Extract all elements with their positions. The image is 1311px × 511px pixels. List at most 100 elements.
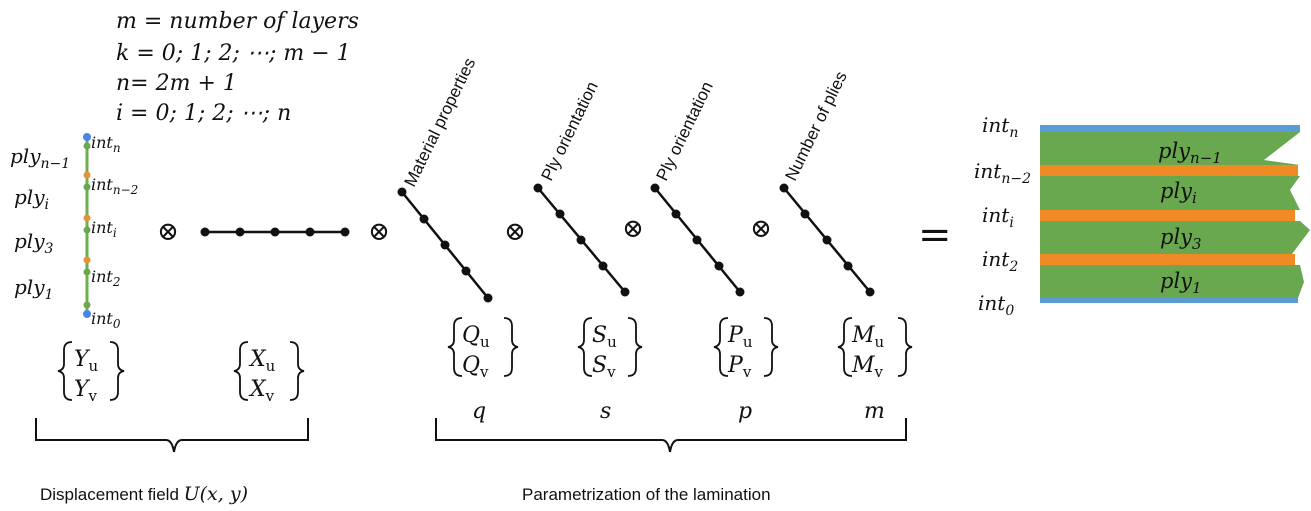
node-dot <box>483 293 493 303</box>
vector-top: Su <box>592 323 617 351</box>
outer-layer-top <box>1040 125 1300 132</box>
tensor-operator: ⊗ <box>157 217 179 247</box>
left-brace <box>57 341 73 401</box>
m-vector: Mu Mv <box>837 317 913 381</box>
definitions: m = number of layers k = 0; 1; 2; ⋯; m −… <box>116 9 359 126</box>
m-definition: m = number of layers <box>116 9 359 34</box>
node-dot <box>83 142 91 150</box>
right-brace <box>289 341 305 401</box>
int-label: intn <box>982 113 1018 141</box>
vectors: Yu Yv Xu Xv Qu Qv Su Sv Pu Pv <box>57 317 913 405</box>
param-branch-s: Ply orientation <box>533 79 630 297</box>
node-dot <box>235 227 245 237</box>
vector-top: Pu <box>727 323 753 351</box>
node-dot <box>533 183 543 193</box>
i-definition: i = 0; 1; 2; ⋯; n <box>116 101 291 126</box>
laminate-ply-labels: plyn−1 plyi ply3 ply1 <box>1158 139 1222 297</box>
int-label: intn−2 <box>974 159 1031 187</box>
left-brace <box>577 317 593 377</box>
branch-title: Material properties <box>401 55 480 190</box>
node-dot <box>83 256 91 264</box>
vector-top: Xu <box>248 347 276 375</box>
param-symbols: q s p m <box>472 399 885 424</box>
interface-layer <box>1040 254 1295 265</box>
node-dot <box>576 235 586 245</box>
node-dot <box>650 183 660 193</box>
right-brace <box>627 317 643 377</box>
node-dot <box>714 261 724 271</box>
p-vector: Pu Pv <box>713 317 779 381</box>
vector-bottom: Pv <box>727 353 752 381</box>
node-dot <box>735 287 745 297</box>
group-braces <box>35 418 907 453</box>
node-dot <box>555 209 565 219</box>
symbol-p: p <box>738 399 752 424</box>
node-dot <box>83 133 91 141</box>
node-dot <box>865 287 875 297</box>
k-definition: k = 0; 1; 2; ⋯; m − 1 <box>116 41 351 66</box>
node-dot <box>83 214 91 222</box>
node-dot <box>822 235 832 245</box>
ply-label: ply3 <box>1160 225 1202 253</box>
node-dot <box>305 227 315 237</box>
node-dot <box>83 171 91 179</box>
node-dot <box>200 227 210 237</box>
symbol-q: q <box>472 399 486 424</box>
symbol-s: s <box>600 399 611 424</box>
ply-label: plyn−1 <box>1158 139 1222 167</box>
right-brace <box>503 317 519 377</box>
y-vector: Yu Yv <box>57 341 125 405</box>
node-dot <box>440 240 450 250</box>
right-brace <box>897 317 913 377</box>
left-brace <box>837 317 853 377</box>
branch-title: Ply orientation <box>653 79 717 184</box>
displacement-label: Displacement field U(x, y) <box>40 483 248 505</box>
int-label: inti <box>91 218 117 240</box>
vector-bottom: Xv <box>248 377 275 405</box>
node-dot <box>397 187 407 197</box>
int-label: int2 <box>982 247 1018 275</box>
ply-layer <box>1040 265 1304 298</box>
node-dot <box>83 226 91 234</box>
symbol-m: m <box>864 399 885 424</box>
node-dot <box>461 266 471 276</box>
tensor-operator: ⊗ <box>622 214 644 244</box>
int-label: intn−2 <box>91 175 138 197</box>
interface-layer <box>1040 165 1298 176</box>
ply-label: plyn−1 <box>10 144 70 172</box>
vector-bottom: Qv <box>462 353 489 381</box>
interface-layer <box>1040 210 1295 221</box>
node-dot <box>800 209 810 219</box>
ply-label: plyi <box>1160 179 1197 207</box>
node-dot <box>83 268 91 276</box>
vector-top: Yu <box>74 347 99 375</box>
ply-label: ply1 <box>14 275 53 303</box>
ply-label: plyi <box>14 185 49 213</box>
vector-top: Mu <box>851 323 885 351</box>
vector-top: Qu <box>462 323 490 351</box>
parametrization-brace <box>435 418 907 453</box>
int-label: int0 <box>91 309 121 331</box>
node-dot <box>270 227 280 237</box>
laminate-int-labels: intn intn−2 inti int2 int0 <box>974 113 1031 319</box>
left-brace <box>447 317 463 377</box>
left-brace <box>713 317 729 377</box>
int-label: int2 <box>91 267 121 289</box>
param-branch-p: Ply orientation <box>650 79 745 297</box>
s-vector: Su Sv <box>577 317 643 381</box>
tensor-operator: ⊗ <box>504 217 526 247</box>
node-dot <box>83 310 91 318</box>
vector-bottom: Yv <box>74 377 98 405</box>
left-ply-labels: plyn−1 plyi ply3 ply1 <box>10 144 70 303</box>
inplane-line <box>200 227 350 237</box>
thickness-line <box>83 133 91 318</box>
left-int-labels: intn intn−2 inti int2 int0 <box>91 133 138 331</box>
node-dot <box>779 183 789 193</box>
laminate-stack <box>1040 125 1310 303</box>
param-branch-q: Material properties <box>397 55 493 303</box>
q-vector: Qu Qv <box>447 317 519 381</box>
node-dot <box>340 227 350 237</box>
left-brace <box>233 341 249 401</box>
